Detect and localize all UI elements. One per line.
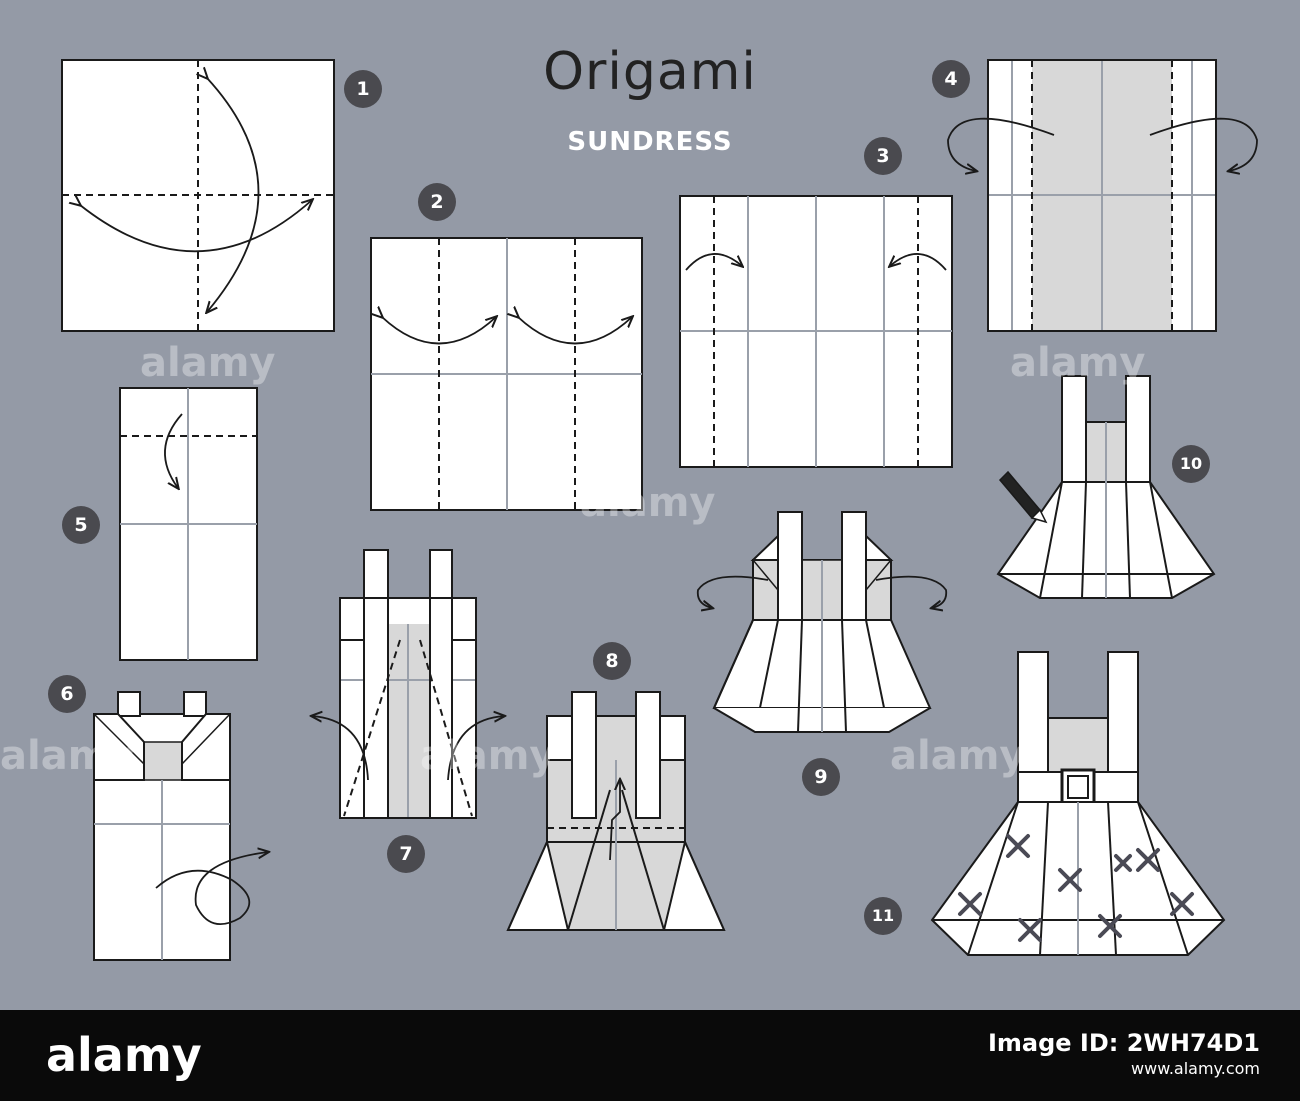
image-id-label: Image ID: 2WH74D1 [987, 1029, 1260, 1057]
step-badge-6: 6 [48, 675, 86, 713]
step-badge-4: 4 [932, 60, 970, 98]
flower-pattern [958, 834, 1194, 942]
origami-diagram [61, 59, 1258, 961]
step-badge-9: 9 [802, 758, 840, 796]
step-4-diagram [947, 59, 1258, 332]
step-6-diagram [93, 691, 268, 961]
watermark: alamy [580, 480, 716, 526]
step-1-diagram [61, 59, 335, 332]
footer-bar: alamy Image ID: 2WH74D1 www.alamy.com [0, 1010, 1300, 1101]
watermark: alamy [890, 733, 1026, 779]
step-7-diagram [312, 549, 504, 819]
step-badge-10: 10 [1172, 445, 1210, 483]
footer-info: Image ID: 2WH74D1 www.alamy.com [988, 1030, 1260, 1082]
step-badge-7: 7 [387, 835, 425, 873]
site-label: www.alamy.com [1131, 1059, 1260, 1078]
step-5-diagram [119, 387, 258, 661]
watermark: alamy [0, 733, 136, 779]
step-3-diagram [679, 195, 953, 468]
step-badge-5: 5 [62, 506, 100, 544]
pencil-icon [998, 470, 1048, 524]
step-8-diagram [506, 691, 726, 931]
watermark: alamy [420, 733, 556, 779]
step-badge-2: 2 [418, 183, 456, 221]
step-9-diagram [696, 511, 948, 733]
step-11-diagram [930, 651, 1226, 956]
step-badge-11: 11 [864, 897, 902, 935]
step-10-diagram [996, 375, 1216, 599]
diagram-title: Origami [543, 42, 757, 102]
watermark: alamy [1010, 340, 1146, 386]
diagram-subtitle: SUNDRESS [567, 127, 733, 157]
footer-logo: alamy [46, 1028, 202, 1082]
step-2-diagram [370, 237, 643, 511]
step-badge-1: 1 [344, 70, 382, 108]
step-badge-3: 3 [864, 137, 902, 175]
watermark: alamy [140, 340, 276, 386]
step-badge-8: 8 [593, 642, 631, 680]
